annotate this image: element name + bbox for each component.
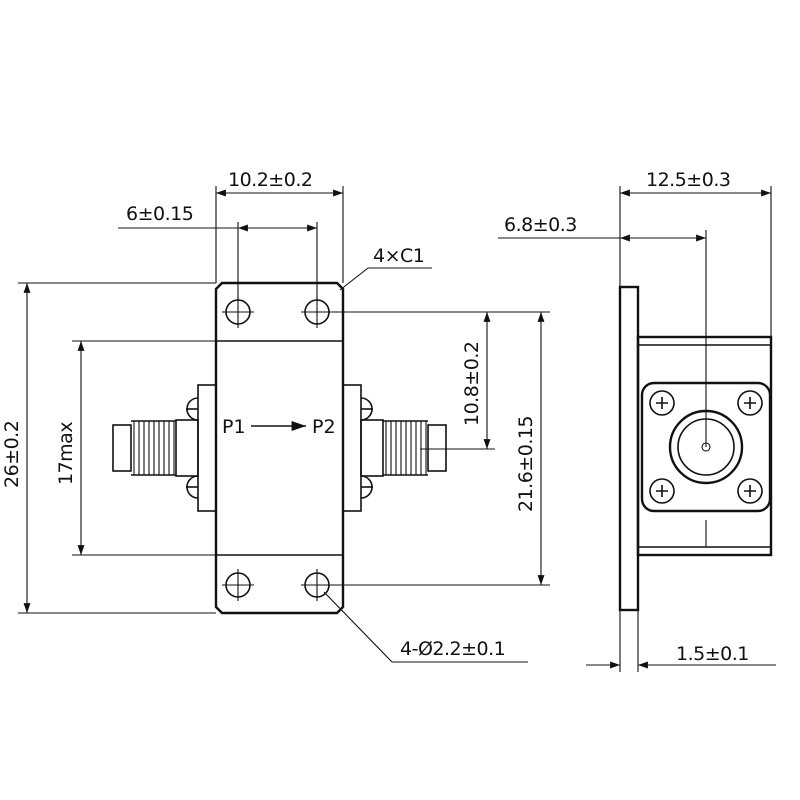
side-width-label: 12.5±0.3 — [646, 169, 730, 191]
width-label: 10.2±0.2 — [228, 169, 312, 191]
side-flange-plate — [618, 285, 640, 612]
mounting-hole — [222, 569, 254, 601]
side-width-dimension: 12.5±0.3 — [619, 169, 772, 337]
overall-height-dimension: 26±0.2 — [1, 282, 216, 614]
overall-height-label: 26±0.2 — [1, 421, 23, 488]
front-view: P1 P2 10.2±0.2 6±0.15 4×C1 — [1, 169, 550, 663]
body-height-dimension: 17max — [55, 340, 216, 556]
hole-callout: 4-Ø2.2±0.1 — [323, 591, 528, 663]
mounting-hole — [222, 296, 254, 328]
screw-icon — [649, 478, 675, 504]
port-in-label: P1 — [222, 416, 246, 438]
flange-thickness-dimension: 1.5±0.1 — [586, 610, 776, 672]
hole-spacing-label: 6±0.15 — [126, 203, 193, 225]
side-body — [636, 335, 773, 557]
hole-pitch-label: 10.8±0.2 — [461, 342, 483, 426]
center-label: 6.8±0.3 — [504, 214, 577, 236]
hole-pitch-dimension: 10.8±0.2 — [317, 311, 550, 450]
left-sma-connector — [112, 384, 217, 512]
body-height-label: 17max — [55, 422, 77, 485]
flange-height-dimension: 21.6±0.15 — [317, 312, 550, 586]
width-dimension: 10.2±0.2 — [215, 169, 344, 283]
center-dimension: 6.8±0.3 — [498, 214, 707, 447]
screw-icon — [737, 478, 763, 504]
chamfer-callout: 4×C1 — [339, 245, 432, 291]
right-sma-connector — [342, 384, 447, 512]
chamfer-label: 4×C1 — [373, 245, 424, 267]
side-view: 12.5±0.3 6.8±0.3 1.5±0.1 — [498, 169, 776, 672]
hole-spacing-dimension: 6±0.15 — [118, 203, 318, 300]
flange-height-label: 21.6±0.15 — [515, 416, 537, 512]
screw-icon — [649, 390, 675, 416]
hole-label: 4-Ø2.2±0.1 — [400, 638, 505, 660]
screw-icon — [737, 390, 763, 416]
flange-outline — [214, 281, 345, 615]
thread-lines — [383, 420, 428, 476]
flange-thickness-label: 1.5±0.1 — [676, 643, 749, 665]
port-out-label: P2 — [312, 416, 336, 438]
thread-lines — [131, 420, 176, 476]
